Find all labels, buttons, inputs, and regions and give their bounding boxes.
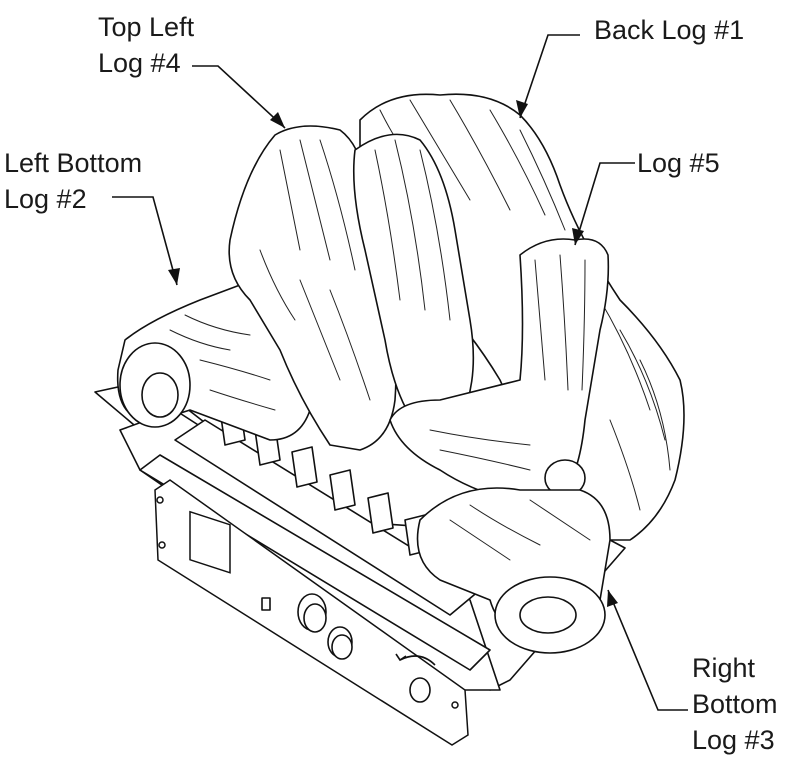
right-bottom-log-3 [416, 487, 611, 654]
middle-log [352, 133, 475, 431]
label-line: Left Bottom [4, 148, 143, 178]
leader-lines [112, 34, 688, 711]
label-line: Log #3 [692, 725, 775, 755]
label-line: Bottom [692, 689, 778, 719]
label-line: Log #5 [637, 148, 720, 178]
label-line: Back Log #1 [594, 15, 745, 45]
left-bottom-log-2 [116, 284, 311, 441]
label-line: Log #4 [98, 48, 181, 78]
label-line: Top Left [98, 12, 195, 42]
label-top-left-log-4: Top Left Log #4 [98, 9, 194, 81]
control-panel [154, 479, 469, 746]
label-log-5: Log #5 [637, 145, 720, 181]
label-line: Right [692, 653, 756, 683]
label-line: Log #2 [4, 184, 87, 214]
label-back-log-1: Back Log #1 [594, 12, 744, 48]
label-left-bottom-log-2: Left Bottom Log #2 [4, 145, 142, 217]
label-right-bottom-log-3: Right Bottom Log #3 [692, 650, 778, 758]
